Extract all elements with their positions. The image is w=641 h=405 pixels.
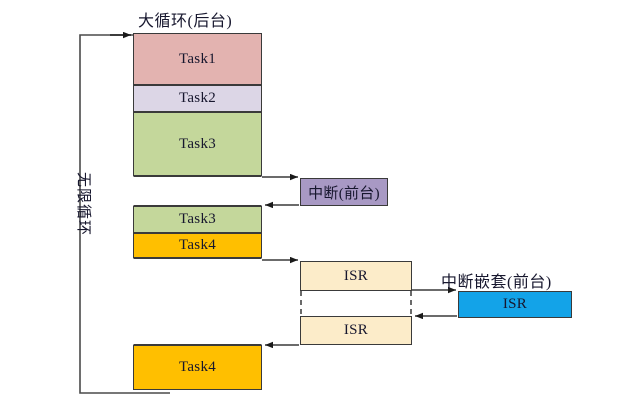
infinite-loop-label: 无限循环 [75, 172, 91, 237]
block-isr-first[interactable]: ISR [300, 261, 412, 291]
block-gap-interrupt [133, 176, 262, 206]
block-task1[interactable]: Task1 [133, 33, 262, 85]
block-task3-resume[interactable]: Task3 [133, 206, 262, 233]
block-nested-isr[interactable]: ISR [458, 291, 572, 318]
block-isr-resume[interactable]: ISR [300, 316, 412, 345]
nested-interrupt-title: 中断嵌套(前台) [441, 274, 552, 291]
block-task2[interactable]: Task2 [133, 85, 262, 112]
block-task4-resume[interactable]: Task4 [133, 345, 262, 390]
block-gap-isr [133, 258, 262, 345]
block-task3-first[interactable]: Task3 [133, 112, 262, 176]
main-loop-title: 大循环(后台) [138, 13, 233, 30]
block-task4-first[interactable]: Task4 [133, 233, 262, 258]
block-interrupt[interactable]: 中断(前台) [300, 178, 388, 206]
